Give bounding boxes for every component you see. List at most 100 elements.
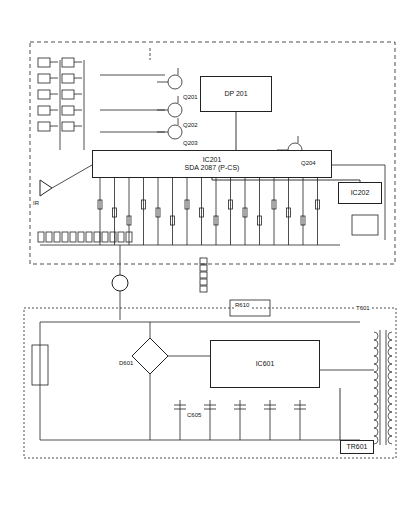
terminal-pin — [102, 232, 108, 242]
wire — [201, 178, 202, 245]
wire — [129, 178, 130, 245]
terminal-pin — [46, 232, 52, 242]
wire — [74, 110, 82, 111]
key-switch — [38, 58, 50, 67]
wire — [264, 405, 276, 406]
resistor-symbol — [200, 208, 204, 217]
wire — [158, 178, 159, 245]
key-switch — [62, 74, 74, 83]
wire — [150, 374, 151, 440]
bridge-rectifier — [132, 338, 168, 374]
wire — [50, 94, 58, 95]
table-cell — [200, 286, 207, 292]
coil-winding — [388, 332, 392, 340]
key-switch — [62, 122, 74, 131]
wire — [168, 356, 210, 357]
part-label: IR — [32, 200, 40, 207]
key-switch — [62, 90, 74, 99]
resistor-symbol — [316, 200, 320, 209]
wire — [270, 400, 271, 440]
wire — [74, 78, 82, 79]
wire — [380, 330, 381, 445]
wire — [50, 78, 58, 79]
wire — [216, 178, 217, 245]
wire — [204, 409, 216, 410]
wire — [114, 178, 115, 245]
wire — [84, 60, 85, 150]
wire — [174, 405, 186, 406]
coil-winding — [374, 364, 378, 372]
resistor-symbol — [258, 216, 262, 225]
wire — [150, 322, 151, 338]
resistor-symbol — [229, 200, 233, 209]
wire — [210, 400, 211, 440]
resistor-symbol — [171, 216, 175, 225]
resistor-symbol — [243, 208, 247, 217]
wire — [50, 62, 58, 63]
wire — [178, 68, 179, 75]
coil-winding — [388, 388, 392, 396]
wire — [234, 409, 246, 410]
wire — [40, 245, 340, 246]
power-frame — [24, 308, 396, 458]
wire — [60, 60, 61, 150]
wire — [298, 136, 299, 143]
wire — [230, 178, 231, 245]
resistor-symbol — [301, 216, 305, 225]
key-switch — [38, 90, 50, 99]
coil-winding — [374, 428, 378, 436]
coil-winding — [388, 372, 392, 380]
resistor-symbol — [113, 208, 117, 217]
part-label: Q204 — [300, 160, 317, 167]
table-cell — [200, 265, 207, 271]
wire — [40, 440, 360, 441]
wire — [187, 178, 188, 245]
coil-winding — [374, 332, 378, 340]
coil-winding — [374, 420, 378, 428]
coil-winding — [374, 396, 378, 404]
key-switch — [38, 74, 50, 83]
transistor-symbol — [168, 125, 182, 139]
component-box: IC601 — [210, 340, 320, 388]
transistor-symbol — [168, 75, 182, 89]
part-label: R610 — [234, 302, 250, 309]
component-box: IC202 — [338, 182, 382, 204]
coil-winding — [388, 380, 392, 388]
resistor-symbol — [214, 216, 218, 225]
wire — [150, 48, 151, 60]
wire-connector — [236, 112, 237, 150]
wire — [74, 62, 82, 63]
table-cell — [200, 258, 207, 264]
wire — [303, 178, 304, 245]
wire — [40, 322, 41, 440]
resistor-symbol — [156, 208, 160, 217]
fuse-holder — [32, 345, 48, 385]
resistor-symbol — [185, 200, 189, 209]
terminal-pin — [86, 232, 92, 242]
terminal-pin — [54, 232, 60, 242]
coil-winding — [374, 404, 378, 412]
coil-winding — [388, 340, 392, 348]
terminal-pin — [118, 232, 124, 242]
key-switch — [38, 106, 50, 115]
key-switch — [38, 122, 50, 131]
wire — [100, 132, 165, 133]
wire — [74, 94, 82, 95]
wire — [178, 96, 179, 103]
wire — [245, 178, 246, 245]
wire — [240, 400, 241, 440]
coil-winding — [388, 436, 392, 444]
coil-winding — [388, 404, 392, 412]
wire — [330, 165, 385, 166]
relay-box — [352, 215, 378, 235]
terminal-pin — [126, 232, 132, 242]
coil-winding — [388, 356, 392, 364]
wire — [120, 291, 121, 320]
wire — [385, 165, 386, 240]
component-label: IC202 — [351, 189, 370, 197]
wire — [50, 126, 58, 127]
terminal-pin — [110, 232, 116, 242]
coil-winding — [374, 340, 378, 348]
wire — [172, 178, 173, 245]
resistor-symbol — [142, 200, 146, 209]
